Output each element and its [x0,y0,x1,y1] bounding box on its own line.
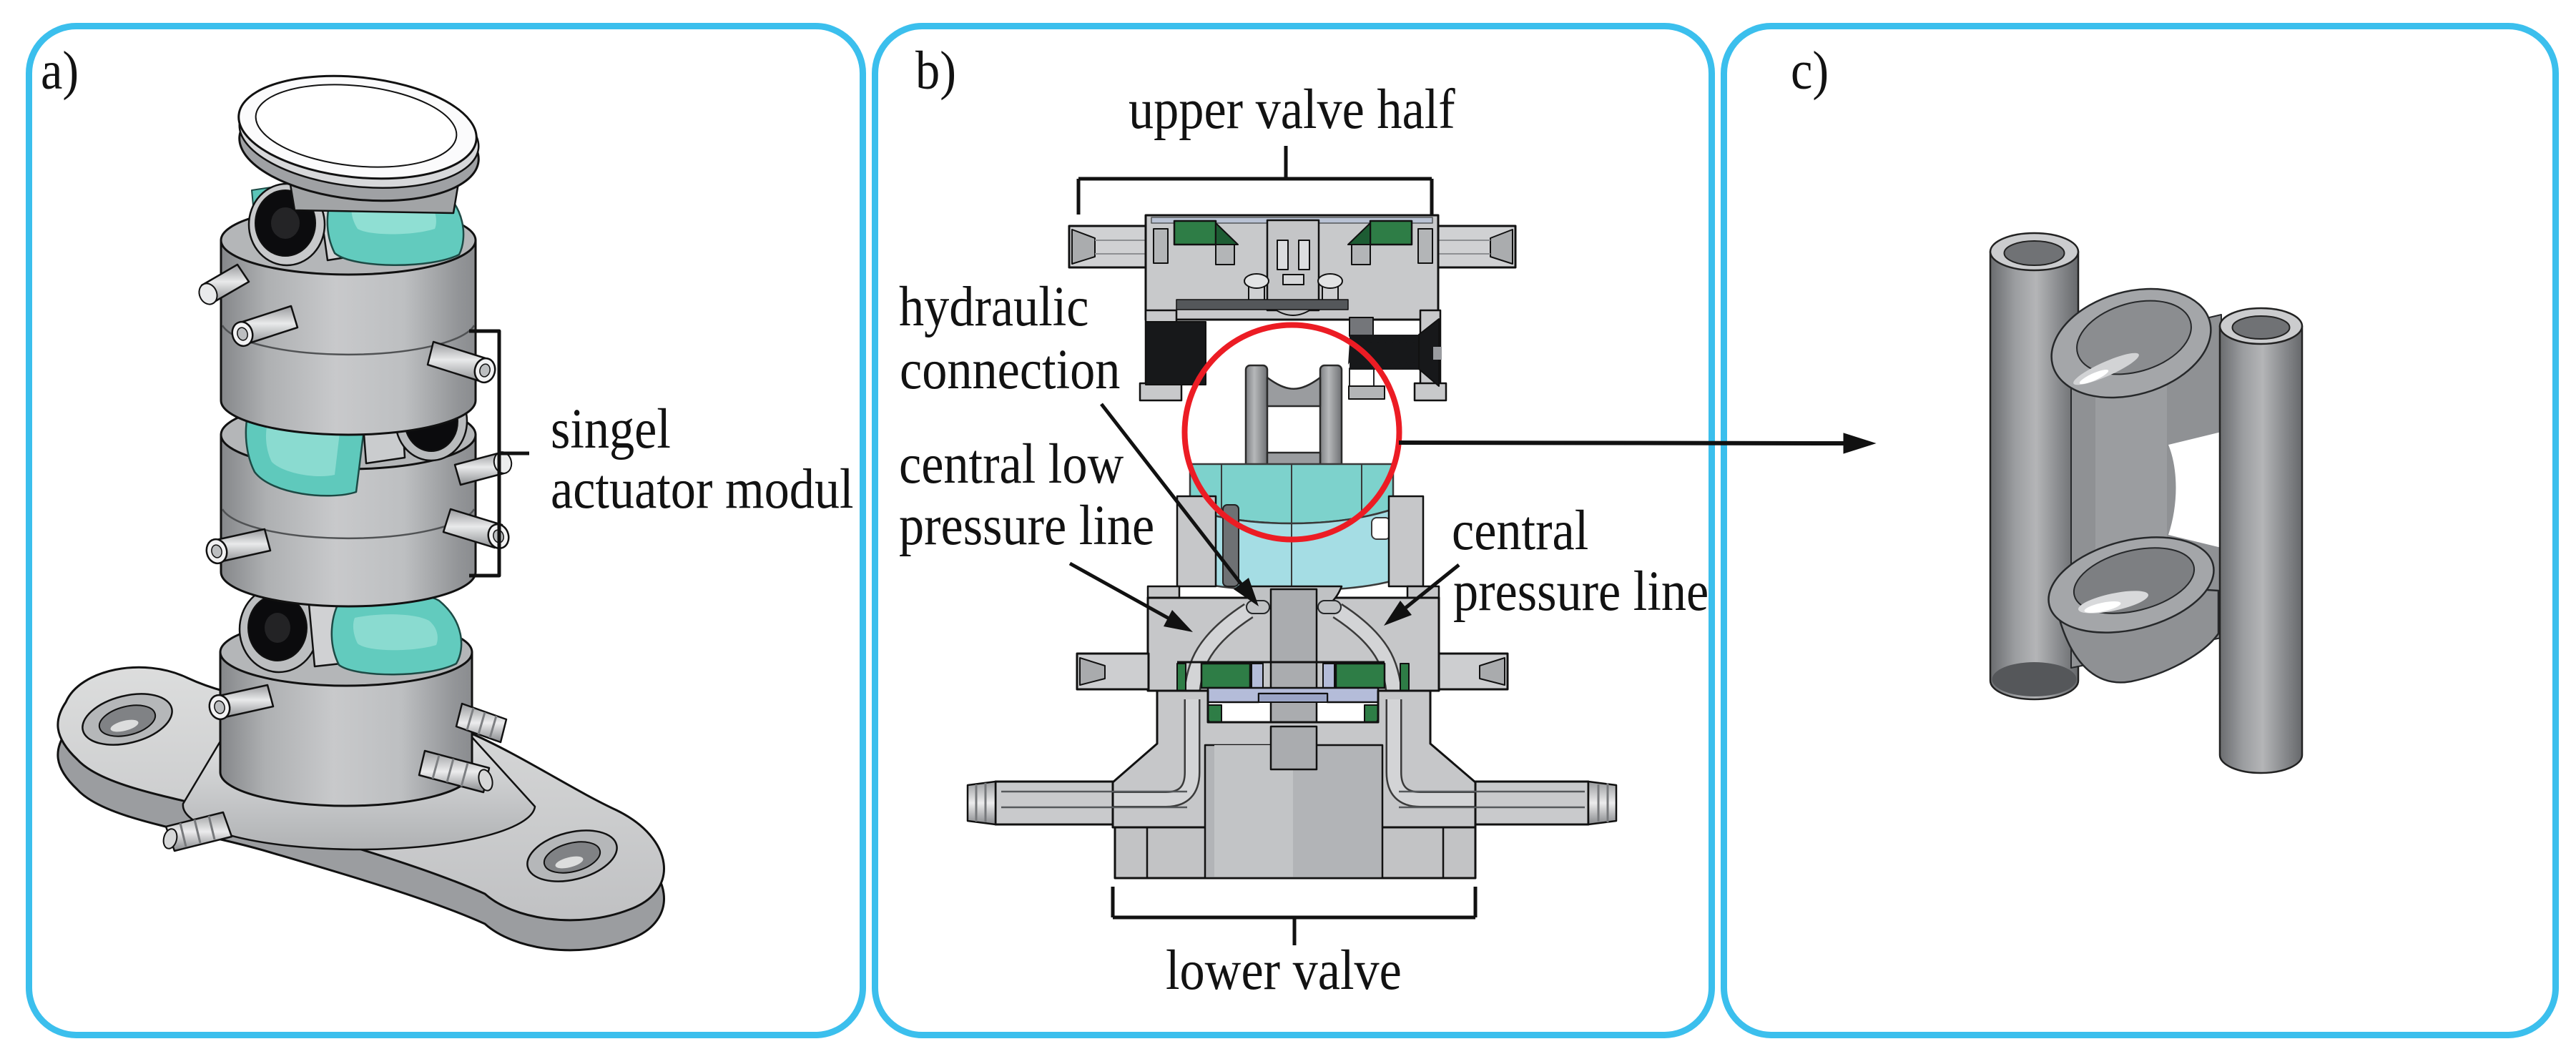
svg-text:hydraulic: hydraulic [899,275,1088,338]
svg-text:central: central [1452,499,1588,562]
svg-text:central low: central low [899,433,1124,496]
svg-text:connection: connection [900,338,1120,401]
svg-text:upper valve half: upper valve half [1129,78,1455,141]
svg-text:pressure line: pressure line [1453,560,1709,623]
svg-text:actuator modul: actuator modul [551,458,854,521]
svg-text:singel: singel [551,398,671,460]
svg-text:b): b) [915,41,956,101]
svg-text:a): a) [41,41,79,101]
svg-text:c): c) [1791,41,1829,101]
svg-text:pressure line: pressure line [899,494,1154,557]
svg-text:lower valve: lower valve [1166,939,1402,1002]
